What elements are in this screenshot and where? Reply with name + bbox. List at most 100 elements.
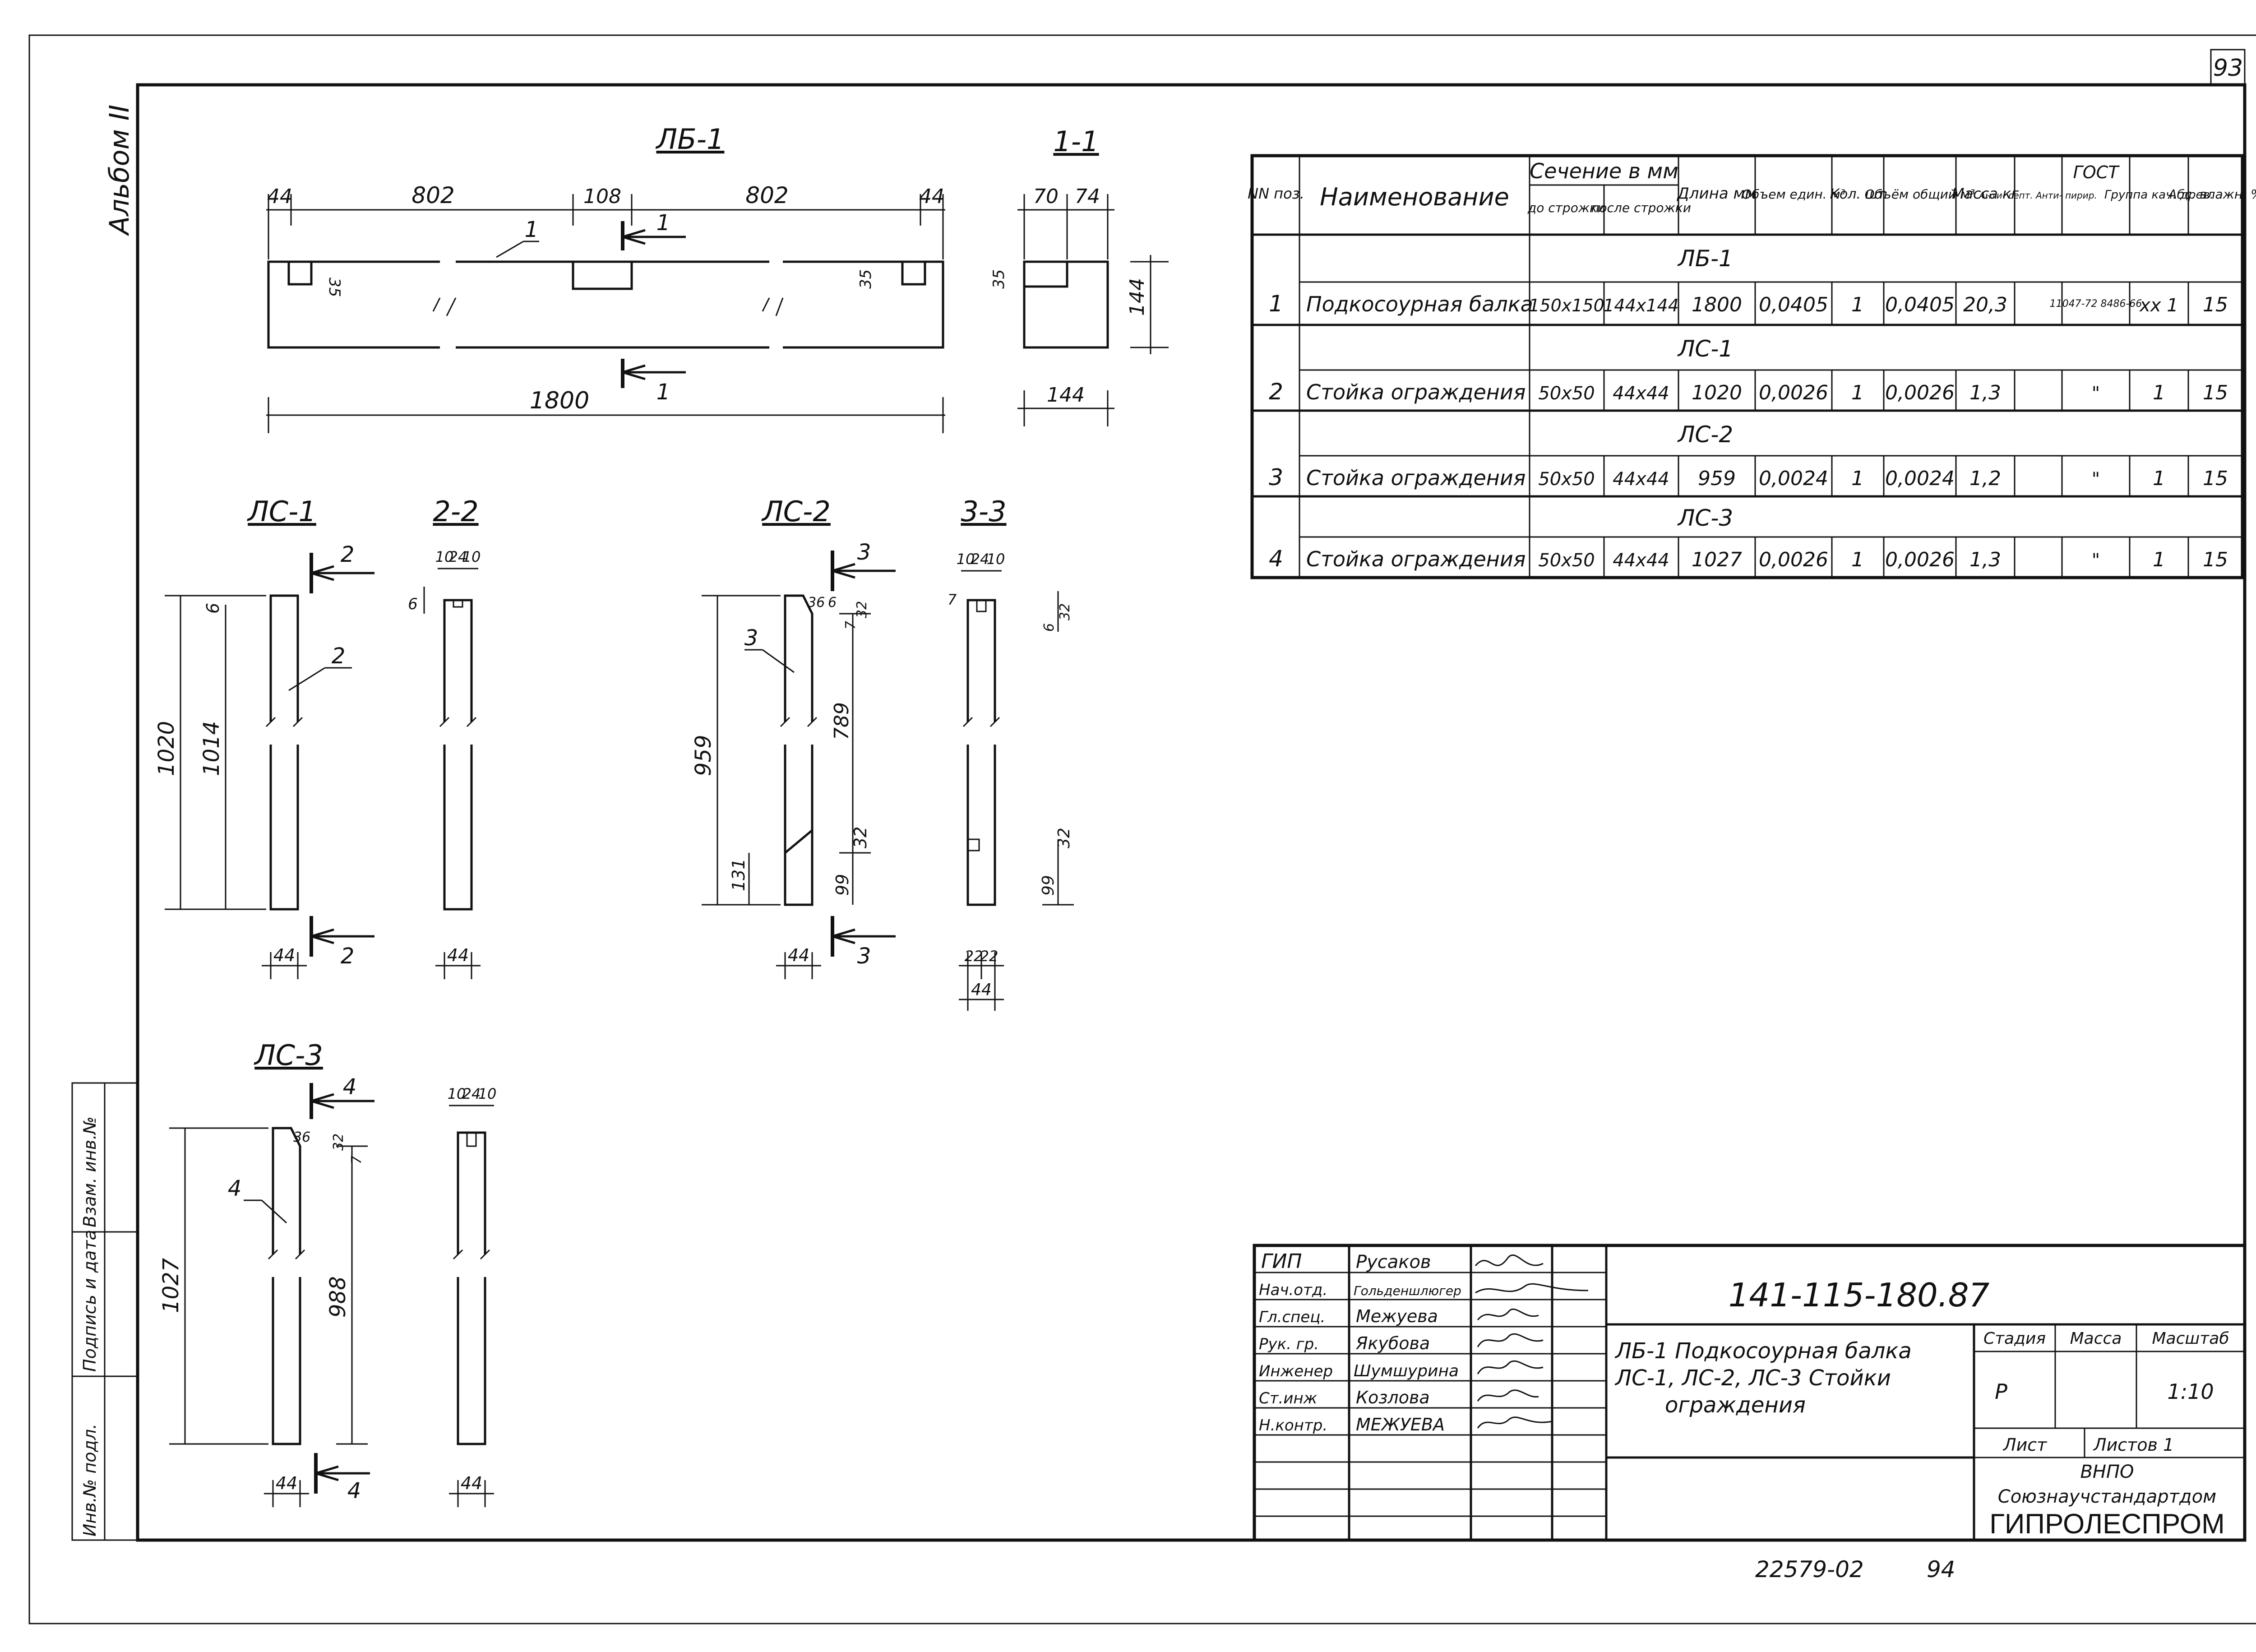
lb1-dim-802-right: 802	[745, 182, 788, 208]
cell-1-vol-unit: 0,0405	[1759, 293, 1828, 316]
cell-4-vol-total: 0,0026	[1885, 548, 1955, 571]
cell-3-grade: 1	[2153, 467, 2165, 490]
lc3-dim-7: 7	[349, 1156, 365, 1164]
stamp-signature-date: Подпись и дата	[80, 1230, 100, 1372]
cell-3-pos: 3	[1269, 464, 1283, 491]
cell-1-qty: 1	[1851, 293, 1864, 316]
stage-value: Р	[1995, 1379, 2007, 1404]
lb1-position: 1	[525, 217, 539, 242]
person-role-2: Гл.спец.	[1259, 1308, 1325, 1326]
org-line-3: ГИПРОЛЕСПРОМ	[1989, 1509, 2224, 1540]
sec22-dim-10a: 10	[435, 548, 454, 565]
lb1-cut-top: 1	[656, 210, 670, 236]
lc2-dim-99: 99	[832, 874, 852, 896]
lc3-position: 4	[228, 1176, 242, 1201]
lc1-dim-1020: 1020	[154, 721, 179, 776]
cell-3-humidity: 15	[2203, 467, 2228, 490]
cell-2-humidity: 15	[2203, 381, 2228, 404]
cell-3-after: 44x44	[1613, 469, 1669, 490]
cell-2-before: 50x50	[1538, 383, 1595, 404]
scale-label: Масштаб	[2152, 1329, 2229, 1348]
desc-line-1: ЛБ-1 Подкосоурная балка	[1614, 1338, 1912, 1364]
lb1-dim-35-b: 35	[857, 269, 875, 289]
section-3-3: 3-3 10 24 10 7 6 32 99 32 22 22 44	[948, 495, 1074, 1011]
lc2-position: 3	[744, 625, 758, 651]
lc2-dim-7: 7	[843, 621, 859, 629]
cell-3-qty: 1	[1851, 467, 1864, 490]
spec-table: NN поз. Наименование Сечение в мм до стр…	[1248, 154, 2256, 579]
cell-1-pos: 1	[1269, 291, 1283, 317]
cell-1-mass: 20,3	[1963, 293, 2007, 316]
th-antisept: Анти- септ. Анти- пирир.	[1978, 190, 2097, 201]
sec33-dim-7: 7	[948, 591, 957, 608]
drawing-lc1: ЛС-1 1020 1014 6 2 2 2 44	[154, 495, 374, 979]
cell-4-vol-unit: 0,0026	[1759, 548, 1828, 571]
cell-1-grade: xx 1	[2139, 295, 2178, 316]
lc1-dim-6: 6	[203, 603, 223, 614]
cell-1-before: 150x150	[1529, 296, 1604, 315]
cell-3-gost: "	[2092, 469, 2100, 490]
sec22-dim-24: 24	[449, 548, 467, 565]
footer-number-right: 94	[1927, 1556, 1956, 1583]
lc2-dim-6: 6	[828, 595, 837, 611]
cell-3-length: 959	[1698, 467, 1736, 490]
lb1-total-1800: 1800	[530, 387, 589, 414]
lc2-cut-bottom: 3	[857, 944, 871, 969]
cell-2-pos: 2	[1269, 379, 1283, 405]
sec11-dim-144-v: 144	[1126, 278, 1149, 316]
th-vol-total: Объём общий м³	[1865, 187, 1975, 202]
lc3-dim-32: 32	[331, 1134, 347, 1151]
cell-3-mass: 1,2	[1969, 467, 2001, 490]
sec33-dim-10a: 10	[957, 551, 975, 568]
lb1-dim-44-left: 44	[267, 185, 292, 208]
lb1-title: ЛБ-1	[656, 123, 725, 156]
cell-4-mass: 1,3	[1969, 548, 2001, 571]
drawing-lc3: ЛС-3 1027 988 36 32 7 4 4 4 44	[158, 1039, 374, 1507]
lc1-cut-top: 2	[341, 542, 355, 567]
cell-1-after: 144x144	[1603, 296, 1679, 315]
sec11-dim-74: 74	[1075, 185, 1100, 208]
group-title-lc2: ЛС-2	[1677, 421, 1733, 448]
sheet-number-box	[2210, 49, 2246, 86]
section-2-2: 2-2 10 24 10 6 44	[408, 495, 481, 979]
lc2-cut-top: 3	[857, 540, 871, 565]
sheet-number: 93	[2213, 55, 2243, 82]
desc-line-2: ЛС-1, ЛС-2, ЛС-3 Стойки	[1614, 1365, 1891, 1391]
sec22-dim-44: 44	[447, 945, 469, 965]
cell-4-qty: 1	[1851, 548, 1864, 571]
sheet-label: Лист	[2002, 1435, 2048, 1455]
sec11-dim-70: 70	[1033, 185, 1059, 208]
sec11-dim-35: 35	[990, 269, 1008, 289]
lc2-dim-36: 36	[808, 595, 825, 611]
album-label: Альбом II	[104, 105, 135, 236]
cell-1-length: 1800	[1692, 293, 1742, 316]
lc3-dim-36: 36	[293, 1129, 310, 1145]
th-name: Наименование	[1320, 183, 1509, 211]
cell-4-length: 1027	[1692, 548, 1742, 571]
lb1-cut-bottom: 1	[656, 379, 670, 405]
person-name-1: Гольденшлюгер	[1354, 1283, 1461, 1298]
cell-2-qty: 1	[1851, 381, 1864, 404]
stamp-inv-podl: Инв.№ подл.	[80, 1424, 100, 1536]
sec44-dim-10b: 10	[478, 1085, 497, 1102]
cell-4-pos: 4	[1269, 546, 1283, 572]
side-stamp: Инв.№ подл. Подпись и дата Взам. инв.№	[71, 1082, 139, 1541]
person-role-1: Нач.отд.	[1259, 1281, 1327, 1299]
cell-4-name: Стойка ограждения	[1306, 547, 1526, 571]
sec11-title: 1-1	[1053, 125, 1099, 158]
lc1-dim-44: 44	[273, 945, 295, 965]
cell-3-before: 50x50	[1538, 469, 1595, 490]
sheets-label: Листов 1	[2093, 1435, 2174, 1455]
th-vol-unit: Объем един. м³	[1742, 187, 1845, 202]
cell-4-grade: 1	[2153, 548, 2165, 571]
person-name-6: МЕЖУЕВА	[1356, 1415, 1445, 1435]
sec33-dim-32-low: 32	[1055, 828, 1073, 848]
sec22-dim-10b: 10	[462, 548, 481, 565]
title-block: ГИП Русаков Нач.отд. Гольденшлюгер Гл.сп…	[1253, 1244, 2247, 1542]
cell-2-vol-total: 0,0026	[1885, 381, 1955, 404]
th-length: Длина мм	[1676, 185, 1757, 203]
drawing-lc2: ЛС-2 959 131 789 99 32 36 6 7 32 3 3 3	[691, 495, 896, 979]
group-title-lb1: ЛБ-1	[1677, 245, 1733, 272]
lb1-dim-35-a: 35	[325, 278, 343, 297]
lc3-dim-44: 44	[276, 1473, 297, 1493]
